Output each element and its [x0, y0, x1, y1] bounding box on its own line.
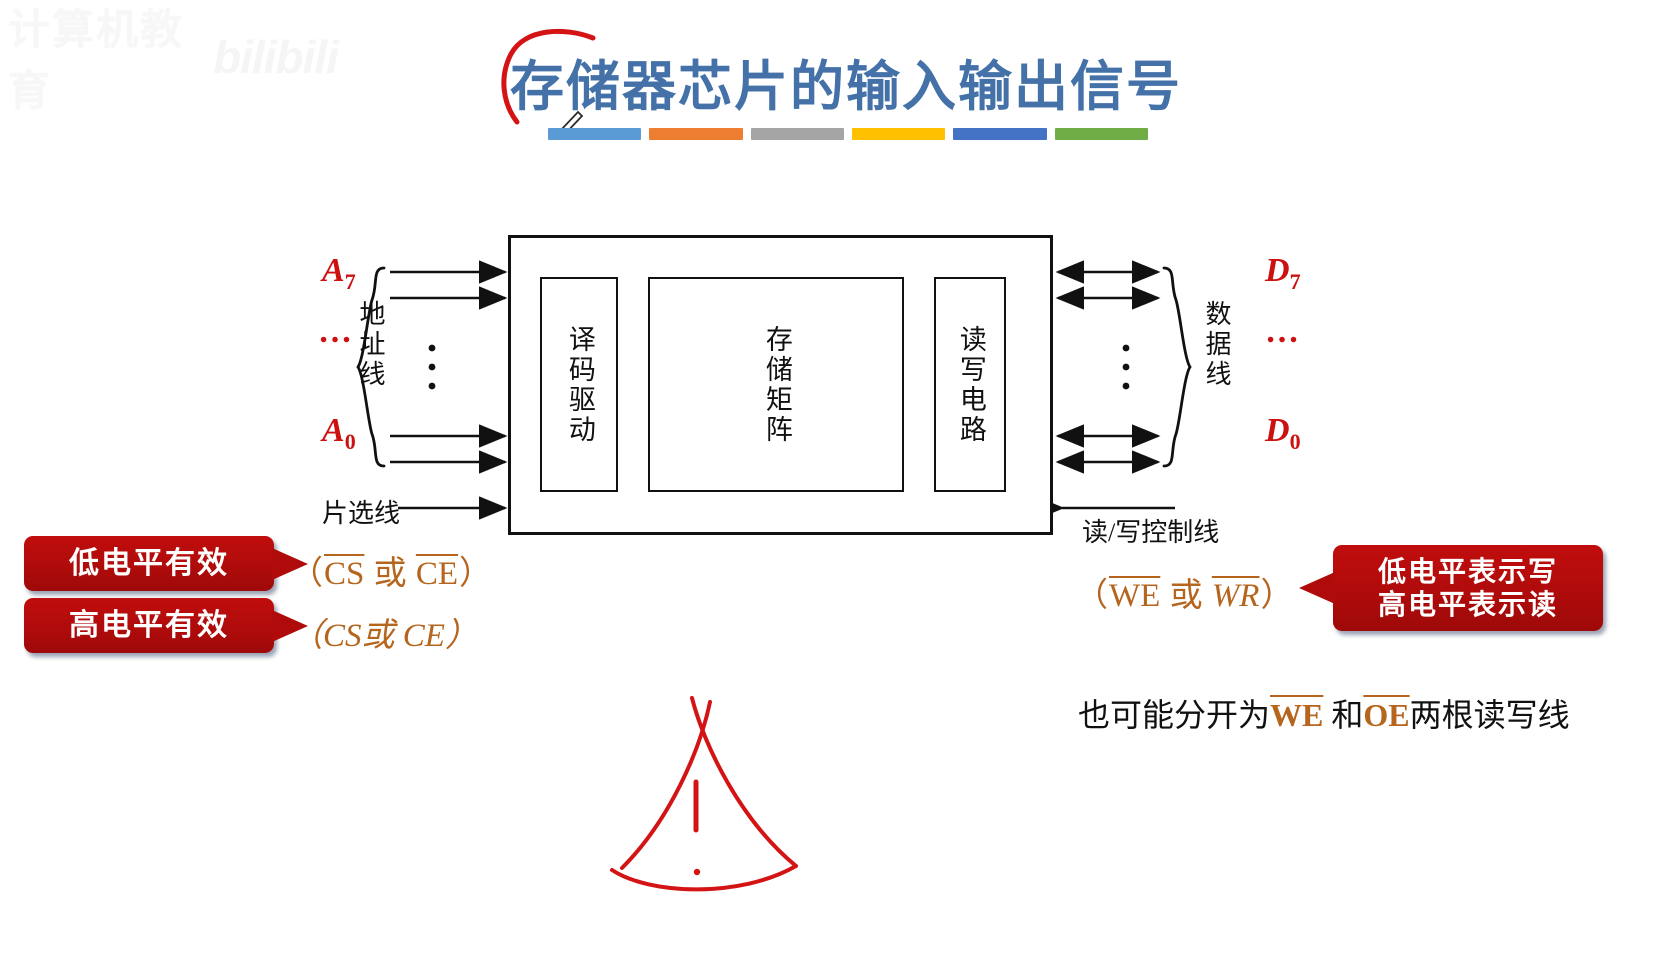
- footer-suffix: 两根读写线: [1409, 697, 1570, 733]
- write-enable-overlined-names: （WE 或 WR）: [1075, 568, 1293, 616]
- ce-plain: CE: [402, 618, 445, 654]
- or-char: 或: [1161, 578, 1211, 614]
- chip-select-line-label: 片选线: [322, 499, 401, 528]
- footer-mid: 和: [1331, 697, 1364, 733]
- cs-plain: CS: [323, 618, 362, 654]
- callout-low-level-active[interactable]: 低电平有效: [24, 536, 308, 591]
- title-bar-green: [1054, 128, 1148, 140]
- address-signal-a0: A0: [322, 412, 356, 455]
- chip-select-plain-names: （CS或 CE）: [290, 608, 478, 656]
- paren-close: ）: [459, 556, 493, 592]
- callout-tail-icon: [1299, 572, 1335, 604]
- wr-overlined: WR: [1211, 578, 1260, 614]
- address-bus-label: 地址线: [356, 300, 385, 390]
- title-bar-blue-dark: [953, 128, 1047, 140]
- paren-open: （: [290, 556, 323, 592]
- title-bar-orange: [649, 128, 743, 140]
- callout-tail-icon: [272, 609, 308, 642]
- title-color-bars: [548, 128, 1148, 142]
- a7-sub: 7: [344, 268, 356, 294]
- footer-note: 也可能分开为WE 和OE两根读写线: [1078, 690, 1570, 736]
- or-char: 或: [361, 618, 403, 654]
- memory-matrix-box: 存储矩阵: [648, 277, 904, 492]
- decoder-driver-label: 译码驱动: [564, 324, 595, 445]
- title-bar-yellow: [851, 128, 946, 140]
- red-cone-annotation-icon: [610, 696, 798, 892]
- callout-high-level-active-text: 高电平有效: [69, 608, 229, 642]
- footer-prefix: 也可能分开为: [1078, 697, 1271, 733]
- paren-open: （: [290, 618, 323, 654]
- callout-write-read-meaning[interactable]: 低电平表示写 高电平表示读: [1299, 545, 1603, 631]
- title-bar-gray: [750, 128, 844, 140]
- cs-overlined: CS: [324, 556, 365, 592]
- memory-matrix-label: 存储矩阵: [761, 324, 792, 445]
- read-write-circuit-box: 读写电路: [934, 277, 1006, 492]
- callout-line-1: 低电平表示写: [1377, 555, 1558, 587]
- a0-sub: 0: [344, 428, 356, 454]
- or-char: 或: [365, 556, 415, 592]
- callout-tail-icon: [272, 547, 308, 580]
- a7-base: A: [322, 252, 345, 289]
- paren-close: ）: [1260, 578, 1294, 614]
- chip-select-overlined-names: （CS 或 CE）: [290, 546, 492, 594]
- decoder-driver-box: 译码驱动: [540, 277, 618, 492]
- callout-high-level-active[interactable]: 高电平有效: [24, 598, 308, 653]
- ce-overlined: CE: [415, 556, 459, 592]
- data-signal-d0: D0: [1265, 412, 1301, 455]
- paren-close: ）: [444, 618, 478, 654]
- d0-sub: 0: [1289, 428, 1301, 454]
- data-ellipsis: …: [1265, 313, 1302, 350]
- address-signal-a7: A7: [322, 252, 356, 295]
- red-annotation-bracket-icon: [501, 28, 596, 125]
- a0-base: A: [322, 412, 345, 449]
- title-bar-blue-light: [548, 128, 642, 140]
- paren-open: （: [1075, 578, 1108, 614]
- d7-base: D: [1265, 252, 1290, 289]
- we-signal: WE: [1270, 697, 1324, 733]
- oe-signal: OE: [1363, 697, 1410, 733]
- data-bus-label: 数据线: [1202, 300, 1231, 390]
- callout-line-2: 高电平表示读: [1377, 589, 1558, 620]
- d7-sub: 7: [1289, 268, 1301, 294]
- we-overlined: WE: [1109, 578, 1161, 614]
- page-title: 存储器芯片的输入输出信号: [510, 57, 1182, 117]
- d0-base: D: [1265, 412, 1290, 449]
- data-signal-d7: D7: [1265, 252, 1301, 295]
- address-ellipsis: …: [318, 313, 355, 350]
- read-write-circuit-label: 读写电路: [955, 324, 986, 445]
- read-write-control-line-label: 读/写控制线: [1082, 518, 1220, 547]
- callout-low-level-active-text: 低电平有效: [69, 546, 229, 580]
